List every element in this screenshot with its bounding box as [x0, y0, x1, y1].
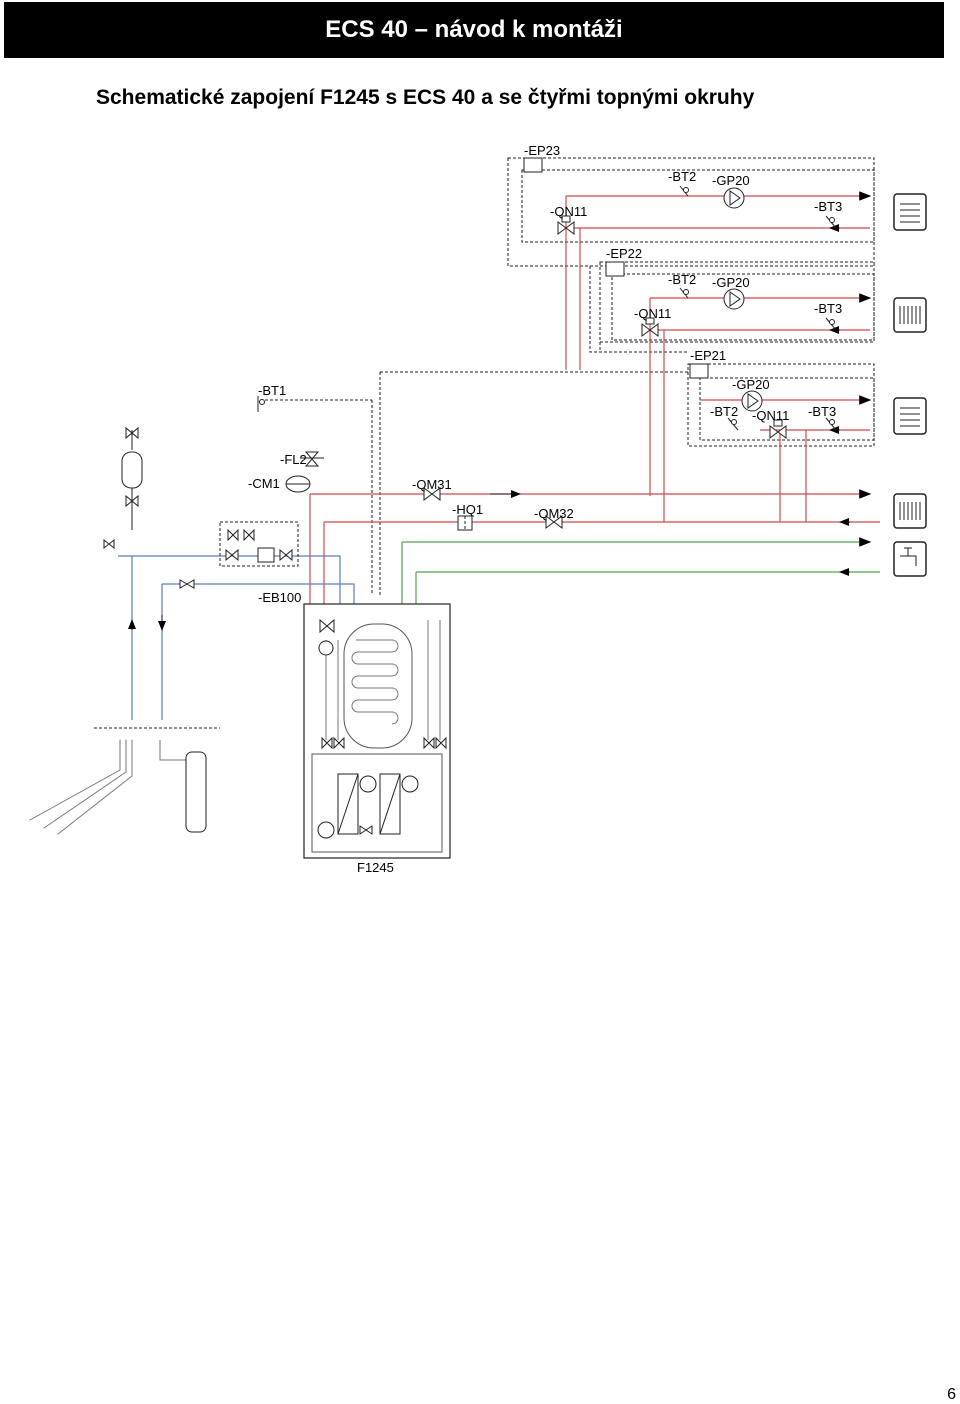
- header-bar: ECS 40 – návod k montáži: [4, 2, 944, 58]
- label-bt1: -BT1: [258, 383, 286, 398]
- circuit-ep22-box: [599, 261, 875, 343]
- label-ep22: -EP22: [606, 246, 642, 261]
- hq1-filter-icon: [457, 515, 473, 531]
- ep21-module-icon: [689, 363, 709, 379]
- page-subtitle: Schematické zapojení F1245 s ECS 40 a se…: [96, 86, 755, 109]
- radiator-icon: [893, 397, 927, 435]
- ep22-module-icon: [605, 261, 625, 277]
- pump-icon: [723, 187, 745, 209]
- mixing-valve-icon: [641, 317, 659, 337]
- qm32-valve-icon: [545, 515, 563, 529]
- water-pipes: [401, 537, 880, 610]
- label-ep21: -EP21: [690, 348, 726, 363]
- page-number: 6: [947, 1386, 956, 1403]
- mixing-valve-icon: [557, 215, 575, 235]
- flow-arrows: [490, 224, 850, 576]
- label-eb100: -EB100: [258, 590, 301, 605]
- label-qn11: -QN11: [634, 306, 671, 321]
- heater-icon: [318, 640, 334, 656]
- label-qn11: -QN11: [752, 408, 789, 423]
- label-qn11: -QN11: [550, 204, 587, 219]
- pump-icon: [741, 390, 763, 412]
- qm31-valve-icon: [423, 487, 441, 501]
- radiator-icon: [893, 297, 927, 333]
- valve-icon: [103, 538, 195, 589]
- pump-icon: [401, 775, 419, 793]
- heating-pipes: [309, 191, 880, 610]
- label-bt2: -BT2: [710, 404, 738, 419]
- f1245-unit: [303, 603, 451, 859]
- label-cm1: -CM1: [248, 476, 280, 491]
- label-bt2: -BT2: [668, 272, 696, 287]
- page-title: ECS 40 – návod k montáži: [325, 16, 623, 43]
- label-gp20: -GP20: [712, 173, 750, 188]
- compressor-icon: [359, 775, 377, 793]
- label-gp20: -GP20: [712, 275, 750, 290]
- pump-icon: [723, 288, 745, 310]
- mixing-valve-icon: [769, 419, 787, 439]
- label-bt3: -BT3: [814, 199, 842, 214]
- label-bt3: -BT3: [808, 404, 836, 419]
- label-ep23: -EP23: [524, 143, 560, 158]
- ep23-module-icon: [523, 157, 543, 173]
- ground-collector-icon: [29, 727, 220, 835]
- label-gp20: -GP20: [732, 377, 770, 392]
- circuit-ep21-box: [687, 363, 875, 447]
- label-qm32: -QM32: [534, 506, 574, 521]
- radiator-icon: [893, 193, 927, 231]
- label-bt3: -BT3: [814, 301, 842, 316]
- sensor-icons: [257, 185, 837, 431]
- label-f1245: F1245: [357, 860, 394, 875]
- circuit-ep23-box: [507, 157, 875, 267]
- cm1-vessel-icon: [285, 475, 311, 493]
- radiator-icon: [893, 493, 927, 529]
- expansion-vessel-icon: [121, 426, 143, 530]
- label-qm31: -QM31: [412, 477, 452, 492]
- brine-pipes: [118, 555, 355, 720]
- filling-set-box: [219, 521, 299, 567]
- pump-icon: [317, 821, 335, 839]
- label-bt2: -BT2: [668, 169, 696, 184]
- label-fl2: -FL2: [280, 452, 307, 467]
- water-tap-icon: [893, 541, 927, 577]
- label-hq1: -HQ1: [452, 502, 483, 517]
- fl2-valve-icon: [300, 451, 324, 467]
